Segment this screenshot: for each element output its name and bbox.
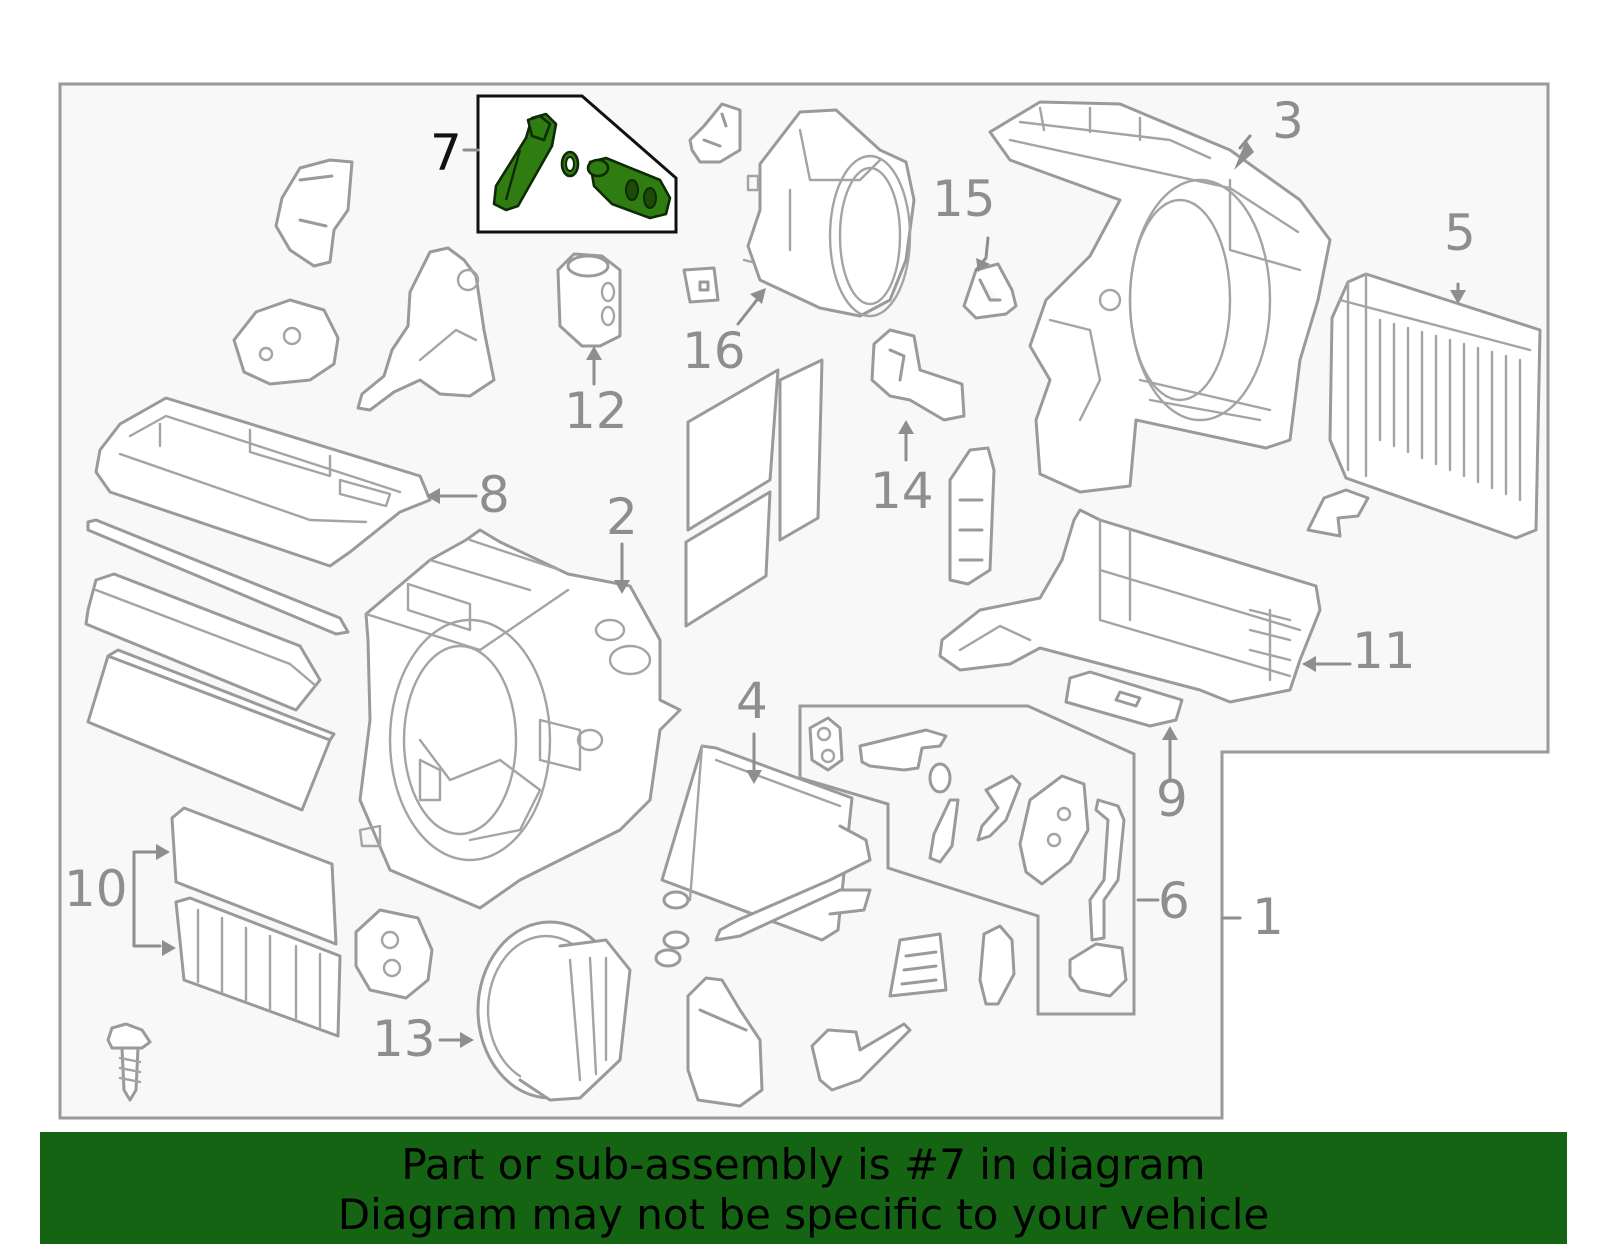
small-holder (686, 976, 764, 1108)
part-4-heater-core (654, 744, 872, 968)
callout-8: 8 (478, 466, 510, 524)
grille-pad (888, 932, 948, 998)
part-7-highlighted (492, 112, 672, 220)
part-2-lower-case (358, 528, 682, 910)
actuator-assembly (356, 246, 496, 412)
footer-part-note: Part or sub-assembly is #7 in diagram (401, 1140, 1206, 1189)
footer-disclaimer: Diagram may not be specific to your vehi… (337, 1190, 1270, 1239)
part-11-tray (938, 508, 1322, 704)
part-14-sensor (870, 328, 966, 422)
leader-lines (132, 134, 1466, 1048)
footer-banner: Part or sub-assembly is #7 in diagram Di… (40, 1132, 1567, 1244)
bottom-bracket (810, 1022, 912, 1092)
callout-2: 2 (606, 488, 638, 546)
part-13-blower-motor (476, 920, 632, 1102)
callout-4: 4 (736, 672, 768, 730)
part-12-expansion-valve (556, 252, 622, 348)
seal-strips (84, 518, 350, 812)
side-panel (948, 446, 996, 586)
part-3-upper-case (988, 100, 1332, 494)
mount-bracket (274, 158, 354, 268)
clip-bracket (688, 102, 742, 164)
part-6-components (808, 716, 1128, 998)
callout-1: 1 (1252, 888, 1284, 946)
callout-3: 3 (1272, 92, 1304, 150)
callout-11: 11 (1352, 622, 1416, 680)
screw (106, 1022, 152, 1102)
part-9-pad (1064, 670, 1184, 728)
callout-7: 7 (430, 124, 462, 182)
callout-9: 9 (1156, 770, 1188, 828)
callout-16: 16 (682, 322, 746, 380)
part-5-evaporator (1328, 272, 1542, 540)
clip-piece (978, 924, 1016, 1006)
callout-6: 6 (1158, 872, 1190, 930)
callout-10: 10 (64, 860, 128, 918)
small-pad (682, 266, 720, 304)
callout-14: 14 (870, 462, 934, 520)
foam-block (354, 908, 434, 1000)
callout-5: 5 (1444, 204, 1476, 262)
cabin-filters (684, 358, 824, 628)
part-16-blower-housing (742, 108, 916, 318)
callout-13: 13 (372, 1010, 436, 1068)
part-6-group-box (798, 704, 1136, 1016)
callout-12: 12 (564, 382, 628, 440)
evaporator-bracket (1306, 488, 1370, 538)
part-8-duct (94, 396, 432, 568)
part-10-filter (170, 806, 342, 1038)
callout-15: 15 (932, 170, 996, 228)
